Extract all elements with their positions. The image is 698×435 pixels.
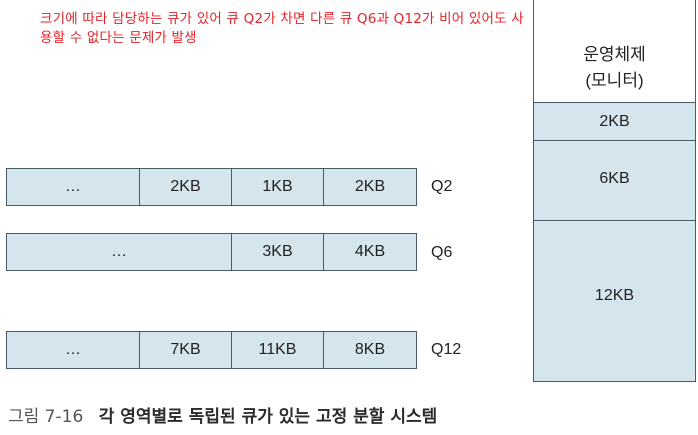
- memory-os-sublabel: (모니터): [585, 71, 644, 90]
- figure-title: 각 영역별로 독립된 큐가 있는 고정 분할 시스템: [98, 407, 438, 427]
- queue-q6-cell-1: 3KB: [231, 233, 324, 271]
- memory-partition-2kb-label: 2KB: [599, 112, 630, 130]
- memory-partition-6kb-label: 6KB: [599, 170, 630, 187]
- annotation-note: 크기에 따라 담당하는 큐가 있어 큐 Q2가 차면 다른 큐 Q6과 Q12가…: [40, 10, 540, 48]
- queue-q12-cell-1: 7KB: [139, 331, 232, 369]
- queue-q6-cell-ellipsis: …: [6, 233, 232, 271]
- memory-os-block: 운영체제 (모니터): [534, 0, 695, 102]
- figure-caption: 그림 7-16 각 영역별로 독립된 큐가 있는 고정 분할 시스템: [8, 402, 437, 427]
- annotation-line-1: 크기에 따라 담당하는 큐가 있어 큐 Q2가 차면 다른 큐 Q6과 Q12가…: [40, 11, 524, 27]
- queue-q6-label: Q6: [431, 244, 453, 261]
- memory-partition-12kb: 12KB: [534, 220, 695, 382]
- queue-q2-label: Q2: [431, 178, 453, 195]
- memory-partition-2kb: 2KB: [534, 102, 695, 140]
- figure-number: 그림 7-16: [8, 407, 84, 427]
- queue-q2-cell-2: 1KB: [231, 168, 324, 206]
- memory-partition-12kb-label: 12KB: [594, 287, 635, 304]
- queue-q12-label: Q12: [431, 341, 462, 358]
- queue-q12-cell-3: 8KB: [323, 331, 417, 369]
- memory-partition-6kb: 6KB: [534, 140, 695, 220]
- queue-q6-row: … 3KB 4KB: [6, 233, 417, 271]
- queue-q2-row: … 2KB 1KB 2KB: [6, 168, 417, 206]
- queue-q6-cell-2: 4KB: [323, 233, 417, 271]
- queue-q12-row: … 7KB 11KB 8KB: [6, 331, 417, 369]
- queue-q12-cell-2: 11KB: [231, 331, 324, 369]
- memory-os-label: 운영체제: [583, 45, 646, 64]
- queue-q12-cell-ellipsis: …: [6, 331, 140, 369]
- memory-partition-column: 운영체제 (모니터) 2KB 6KB 12KB: [533, 0, 696, 382]
- annotation-line-2: 용할 수 없다는 문제가 발생: [40, 30, 197, 46]
- queue-q2-cell-1: 2KB: [139, 168, 232, 206]
- queue-q2-cell-ellipsis: …: [6, 168, 140, 206]
- queue-q2-cell-3: 2KB: [323, 168, 417, 206]
